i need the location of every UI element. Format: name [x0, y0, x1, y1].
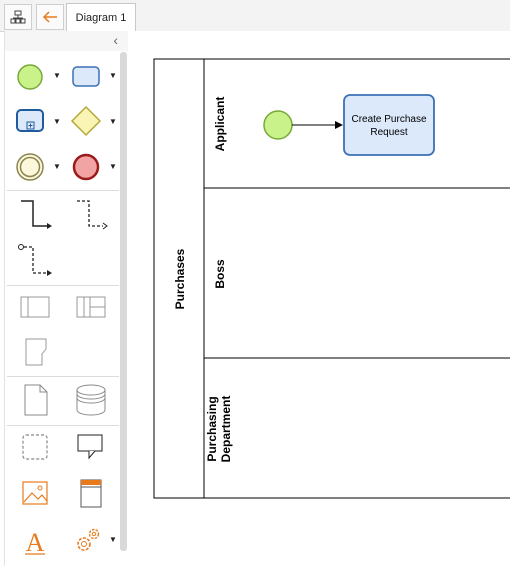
subprocess-dropdown-icon[interactable]: ▼	[53, 117, 61, 126]
more-tools-dropdown-icon[interactable]: ▼	[109, 535, 117, 544]
outline-button[interactable]	[4, 4, 32, 30]
association-tool[interactable]	[17, 243, 57, 279]
tab-label: Diagram 1	[75, 12, 127, 24]
data-object-tool[interactable]	[23, 383, 49, 417]
pool-tool[interactable]	[20, 295, 50, 319]
pool-label: Purchases	[173, 248, 187, 309]
task-create-purchase-request[interactable]: Create Purchase Request	[343, 94, 435, 156]
end-event-tool[interactable]	[71, 152, 101, 182]
palette-scrollbar[interactable]	[120, 52, 127, 551]
diagram-canvas[interactable]: Purchases Applicant Boss Purchasing Depa…	[128, 31, 510, 566]
image-tool[interactable]	[20, 478, 50, 508]
pool-purchases[interactable]: Purchases	[153, 58, 510, 499]
palette-separator	[7, 285, 119, 286]
task-dropdown-icon[interactable]: ▼	[109, 71, 117, 80]
shape-palette: ‹ ▼ ▼ ▼ ▼ ▼ ▼	[4, 31, 129, 566]
start-event-dropdown-icon[interactable]: ▼	[53, 71, 61, 80]
lane-purchasing-department[interactable]: Purchasing Department	[205, 396, 233, 463]
outline-icon	[10, 10, 26, 24]
palette-separator	[7, 425, 119, 426]
tab-diagram-1[interactable]: Diagram 1	[66, 3, 136, 32]
annotation-tool[interactable]	[23, 337, 49, 367]
gateway-tool[interactable]	[69, 104, 103, 138]
task-label-line1: Create Purchase	[351, 114, 426, 125]
tab-bar: Diagram 1	[0, 0, 510, 32]
intermediate-event-tool[interactable]	[15, 152, 45, 182]
lane-label-applicant: Applicant	[213, 97, 227, 152]
lane-label-boss: Boss	[213, 259, 227, 289]
lanes-tool[interactable]	[76, 295, 106, 319]
start-event[interactable]	[263, 110, 293, 140]
end-event-dropdown-icon[interactable]: ▼	[109, 162, 117, 171]
gateway-dropdown-icon[interactable]: ▼	[109, 117, 117, 126]
lane-label-purchasing: Purchasing	[205, 396, 219, 461]
gear-icon[interactable]	[71, 525, 105, 557]
palette-separator	[7, 190, 119, 191]
palette-separator	[7, 376, 119, 377]
message-flow-tool[interactable]	[75, 198, 109, 232]
svg-text:A: A	[26, 528, 45, 557]
subprocess-tool[interactable]	[15, 107, 45, 135]
sequence-flow-tool[interactable]	[19, 198, 53, 232]
collapse-icon: ‹	[113, 32, 118, 48]
lane-boss[interactable]: Boss	[204, 259, 510, 359]
task-label-line2: Request	[370, 127, 407, 138]
back-button[interactable]	[36, 4, 64, 30]
data-store-tool[interactable]	[75, 383, 107, 417]
group-tool[interactable]	[20, 432, 50, 462]
callout-tool[interactable]	[75, 432, 107, 462]
collapse-palette-button[interactable]: ‹	[5, 31, 128, 51]
intermediate-event-dropdown-icon[interactable]: ▼	[53, 162, 61, 171]
text-tool[interactable]: A	[20, 525, 50, 557]
task-tool[interactable]	[71, 64, 101, 90]
container-tool[interactable]	[77, 477, 105, 509]
back-arrow-icon	[42, 11, 57, 23]
lane-applicant[interactable]: Applicant	[204, 97, 510, 189]
lane-label-department: Department	[219, 396, 233, 463]
start-event-tool[interactable]	[15, 62, 45, 92]
